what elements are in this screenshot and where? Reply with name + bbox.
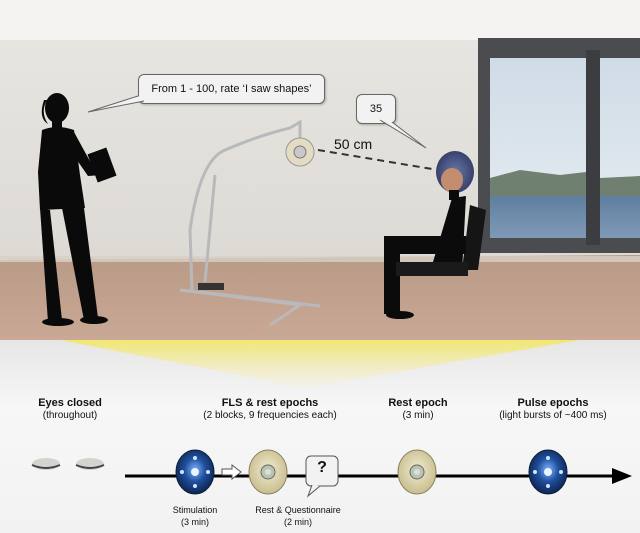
phase-subtitle: (throughout) — [42, 410, 98, 421]
phase-title: Eyes closed — [38, 397, 102, 409]
closed-eyes-icon — [31, 458, 105, 470]
distance-text: 50 cm — [334, 136, 373, 152]
stimulation-label: Stimulation — [172, 505, 218, 515]
distance-label: 50 cm — [334, 136, 372, 152]
participant-bubble-tail — [379, 119, 427, 149]
phase-eyes-closed: Eyes closed (throughout) — [0, 397, 140, 421]
phase-subtitle: (3 min) — [402, 410, 434, 421]
question-mark-text: ? — [317, 459, 327, 476]
phase-title: Pulse epochs — [517, 397, 589, 409]
scene-illustration — [0, 0, 640, 340]
experimenter-speech-bubble: From 1 - 100, rate ‘I saw shapes’ — [138, 74, 325, 104]
pulse-device-icon — [528, 449, 568, 495]
phase-rest-epoch: Rest epoch (3 min) — [368, 397, 468, 421]
timeline-graphics — [31, 340, 632, 498]
participant-speech-text: 35 — [369, 103, 383, 115]
experimenter-speech-text: From 1 - 100, rate ‘I saw shapes’ — [151, 83, 312, 95]
device-stand — [179, 119, 321, 327]
phase-fls-rest: FLS & rest epochs (2 blocks, 9 frequenci… — [170, 397, 370, 421]
timeline-arrowhead — [612, 468, 632, 484]
stimulation-duration: (3 min) — [180, 517, 209, 527]
focus-funnel — [60, 340, 580, 388]
unlit-device-icon — [248, 449, 288, 495]
arrow-right-icon — [221, 463, 242, 481]
lab-scene: From 1 - 100, rate ‘I saw shapes’ 35 50 … — [0, 0, 640, 340]
question-mark: ? — [306, 459, 338, 477]
phase-title: Rest epoch — [388, 397, 448, 409]
lit-device-icon — [175, 449, 215, 495]
experimenter-silhouette — [38, 93, 117, 326]
rest-duration: (2 min) — [283, 517, 312, 527]
participant-silhouette — [384, 151, 486, 319]
distance-line — [317, 149, 439, 171]
rest-label: Rest & Questionnaire — [255, 505, 341, 515]
phase-subtitle: (light bursts of ~400 ms) — [499, 410, 607, 421]
phase-subtitle: (2 blocks, 9 frequencies each) — [203, 410, 337, 421]
rest-device-icon — [397, 449, 437, 495]
phase-pulse-epochs: Pulse epochs (light bursts of ~400 ms) — [478, 397, 628, 421]
hanging-device — [285, 137, 315, 167]
protocol-timeline: Eyes closed (throughout) FLS & rest epoc… — [0, 340, 640, 533]
stimulation-caption: Stimulation (3 min) — [160, 504, 230, 528]
phase-title: FLS & rest epochs — [221, 397, 319, 409]
rest-caption: Rest & Questionnaire (2 min) — [238, 504, 358, 528]
participant-speech-bubble: 35 — [356, 94, 396, 124]
question-bubble-icon — [305, 455, 339, 498]
experimenter-bubble-tail — [87, 95, 145, 113]
